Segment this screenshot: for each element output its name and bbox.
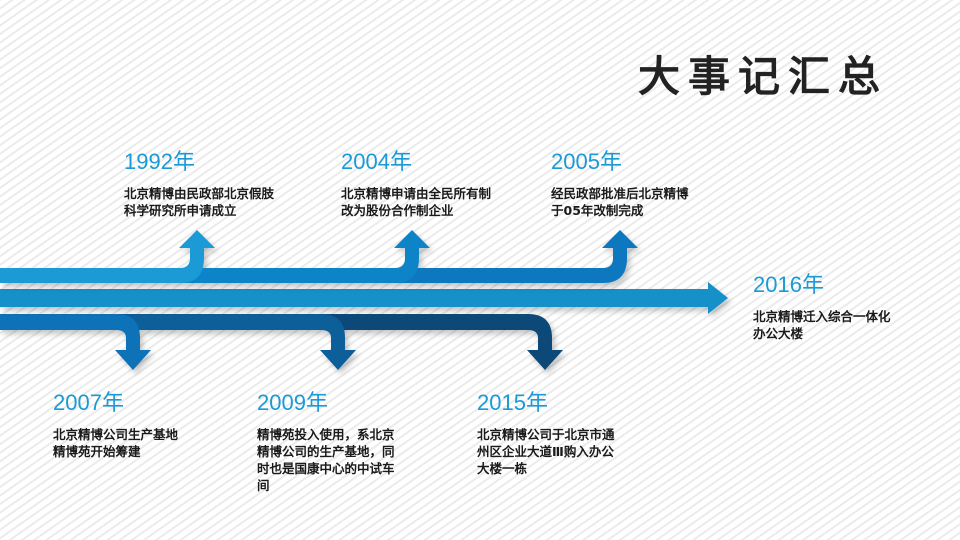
event-description: 北京精博公司生产基地 精博苑开始筹建 xyxy=(53,427,179,459)
event-year: 2009年 xyxy=(257,390,328,415)
event-description: 经民政部批准后北京精博 于05年改制完成 xyxy=(551,186,689,218)
arrow-2016-right-icon xyxy=(0,282,728,314)
event-year: 2004年 xyxy=(341,149,412,174)
bottom-band xyxy=(0,314,563,370)
event-2005: 2005年 经民政部批准后北京精博 于05年改制完成 xyxy=(551,151,689,219)
event-year: 2016年 xyxy=(753,272,824,297)
event-year: 2005年 xyxy=(551,149,622,174)
event-2016: 2016年 北京精博迁入综合一体化 办公大楼 xyxy=(753,274,891,342)
event-2007: 2007年 北京精博公司生产基地 精博苑开始筹建 xyxy=(53,392,178,460)
event-description: 精博苑投入使用，系北京 精博公司的生产基地，同 时也是国康中心的中试车 间 xyxy=(257,427,395,493)
arrow-1992-up-icon xyxy=(0,230,215,283)
event-year: 2007年 xyxy=(53,390,124,415)
event-2015: 2015年 北京精博公司于北京市通 州区企业大道Ⅲ购入办公 大楼一栋 xyxy=(477,392,615,477)
event-description: 北京精博由民政部北京假肢 科学研究所申请成立 xyxy=(124,186,275,218)
event-2009: 2009年 精博苑投入使用，系北京 精博公司的生产基地，同 时也是国康中心的中试… xyxy=(257,392,395,494)
event-1992: 1992年 北京精博由民政部北京假肢 科学研究所申请成立 xyxy=(124,151,274,219)
event-2004: 2004年 北京精博申请由全民所有制 改为股份合作制企业 xyxy=(341,151,491,219)
event-year: 2015年 xyxy=(477,390,548,415)
arrow-2007-down-icon xyxy=(0,314,151,370)
event-year: 1992年 xyxy=(124,149,195,174)
event-description: 北京精博迁入综合一体化 办公大楼 xyxy=(753,309,891,341)
event-description: 北京精博申请由全民所有制 改为股份合作制企业 xyxy=(341,186,492,218)
page-title: 大事记汇总 xyxy=(638,52,889,101)
top-band xyxy=(0,230,638,283)
event-description: 北京精博公司于北京市通 州区企业大道Ⅲ购入办公 大楼一栋 xyxy=(477,427,615,476)
